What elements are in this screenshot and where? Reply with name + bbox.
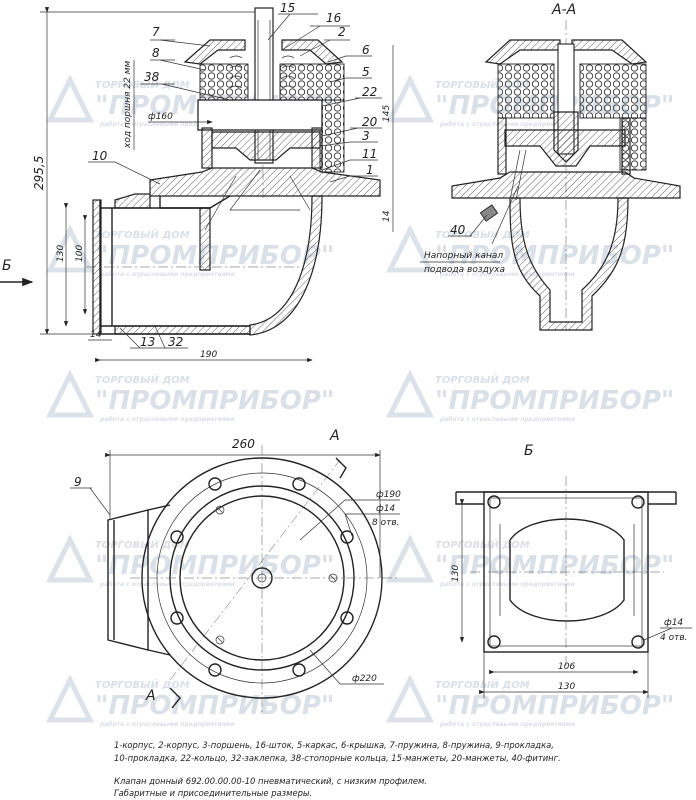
callout-5: 5 — [362, 65, 370, 79]
caption-line1: Клапан донный 692.00.00.00-10 пневматиче… — [114, 776, 427, 786]
cut-mark-a-top: А — [329, 428, 340, 444]
legend-line1: 1-корпус, 2-корпус, 3-поршень, 16-шток, … — [114, 740, 554, 750]
callout-9: 9 — [74, 475, 82, 489]
dim-d190: ф190 — [376, 490, 401, 500]
watermark-line3: работа с отраслевыми предприятиями — [439, 581, 576, 588]
watermark-line1: ТОРГОВЫЙ ДОМ — [95, 678, 190, 691]
dim-height-total: 295,5 — [32, 156, 46, 190]
watermark-line3: работа с отраслевыми предприятиями — [439, 721, 576, 728]
watermark-line1: ТОРГОВЫЙ ДОМ — [95, 228, 190, 241]
watermark-line1: ТОРГОВЫЙ ДОМ — [435, 678, 530, 691]
legend-line2: 10-прокладка, 22-кольцо, 32-заклепка, 38… — [114, 753, 561, 763]
section-a-a-title: А-А — [551, 2, 576, 18]
watermark-line3: работа с отраслевыми предприятиями — [99, 121, 236, 128]
view-b-title: Б — [524, 443, 534, 459]
view-b-arrow-label: Б — [2, 258, 12, 274]
callout-11: 11 — [362, 147, 377, 161]
callout-16: 16 — [326, 11, 342, 25]
watermark-line3: работа с отраслевыми предприятиями — [439, 271, 576, 278]
watermark-line1: ТОРГОВЫЙ ДОМ — [95, 538, 190, 551]
watermark-line1: ТОРГОВЫЙ ДОМ — [435, 228, 530, 241]
callout-8: 8 — [152, 46, 160, 60]
dim-piston-stroke: ход поршня 22 мм — [123, 60, 133, 149]
dim-190: 190 — [200, 350, 217, 360]
dim-holes8: 8 отв. — [372, 518, 400, 528]
watermark-line1: ТОРГОВЫЙ ДОМ — [435, 538, 530, 551]
callout-40: 40 — [450, 223, 466, 237]
legend: 1-корпус, 2-корпус, 3-поршень, 16-шток, … — [114, 740, 561, 763]
dim-d160: ф160 — [148, 112, 173, 122]
watermark-line2: "ПРОМПРИБОР" — [95, 551, 334, 581]
callout-1: 1 — [366, 163, 374, 177]
cut-mark-a-bottom: А — [145, 688, 156, 704]
watermark-line2: "ПРОМПРИБОР" — [95, 241, 334, 271]
dim-d220: ф220 — [352, 674, 377, 684]
dim-260: 260 — [232, 437, 255, 451]
dim-130: 130 — [56, 245, 66, 262]
callout-3: 3 — [362, 129, 370, 143]
watermark-line2: "ПРОМПРИБОР" — [435, 551, 674, 581]
callout-6: 6 — [362, 43, 370, 57]
callout-20: 20 — [362, 115, 378, 129]
watermark-line2: "ПРОМПРИБОР" — [95, 691, 334, 721]
callout-38: 38 — [144, 70, 160, 84]
watermark-line3: работа с отраслевыми предприятиями — [99, 416, 236, 423]
callout-32: 32 — [168, 335, 183, 349]
callout-15: 15 — [280, 1, 295, 15]
caption-line2: Габаритные и присоединительные размеры. — [114, 788, 312, 798]
plan-view: 260 А А 9 ф190 ф14 8 отв. ф220 — [70, 428, 401, 712]
watermark-line1: ТОРГОВЫЙ ДОМ — [95, 78, 190, 91]
dim-14-horizontal: 14 — [90, 330, 102, 340]
callout-7: 7 — [152, 25, 160, 39]
dim-b-130-vertical: 130 — [451, 565, 461, 582]
dim-145: 145 — [382, 105, 392, 122]
watermark-line3: работа с отраслевыми предприятиями — [439, 121, 576, 128]
callout-13: 13 — [140, 335, 155, 349]
annotation-air-line1: Напорный канал — [424, 251, 503, 261]
watermark-line3: работа с отраслевыми предприятиями — [439, 416, 576, 423]
watermark-line1: ТОРГОВЫЙ ДОМ — [95, 373, 190, 386]
callout-2: 2 — [338, 25, 346, 39]
section-a-a-view: А-А 40 Напорный канал подвода воздуха — [420, 2, 681, 331]
watermark-line3: работа с отраслевыми предприятиями — [99, 721, 236, 728]
watermark-line2: "ПРОМПРИБОР" — [435, 691, 674, 721]
watermark-line3: работа с отраслевыми предприятиями — [99, 581, 236, 588]
callout-10: 10 — [92, 149, 108, 163]
main-section-view: 295,5 ход поршня 22 мм ф160 145 14 130 1… — [0, 1, 394, 363]
watermark-line1: ТОРГОВЫЙ ДОМ — [435, 373, 530, 386]
dim-b-130-horizontal: 130 — [558, 682, 575, 692]
dim-d14: ф14 — [376, 504, 395, 514]
dim-100: 100 — [75, 245, 85, 262]
watermark-line2: "ПРОМПРИБОР" — [435, 386, 674, 416]
watermark-line2: "ПРОМПРИБОР" — [95, 386, 334, 416]
callout-22: 22 — [362, 85, 377, 99]
dim-b-106: 106 — [558, 662, 575, 672]
watermark-line2: "ПРОМПРИБОР" — [435, 241, 674, 271]
dim-b-holes4: 4 отв. — [660, 633, 688, 643]
caption: Клапан донный 692.00.00.00-10 пневматиче… — [114, 776, 427, 798]
annotation-air-line2: подвода воздуха — [424, 265, 505, 275]
view-b: Б 130 106 130 ф14 4 отв. — [451, 443, 692, 698]
dim-b-d14: ф14 — [664, 618, 683, 628]
watermark-line3: работа с отраслевыми предприятиями — [99, 271, 236, 278]
dim-14-vertical: 14 — [382, 210, 392, 222]
